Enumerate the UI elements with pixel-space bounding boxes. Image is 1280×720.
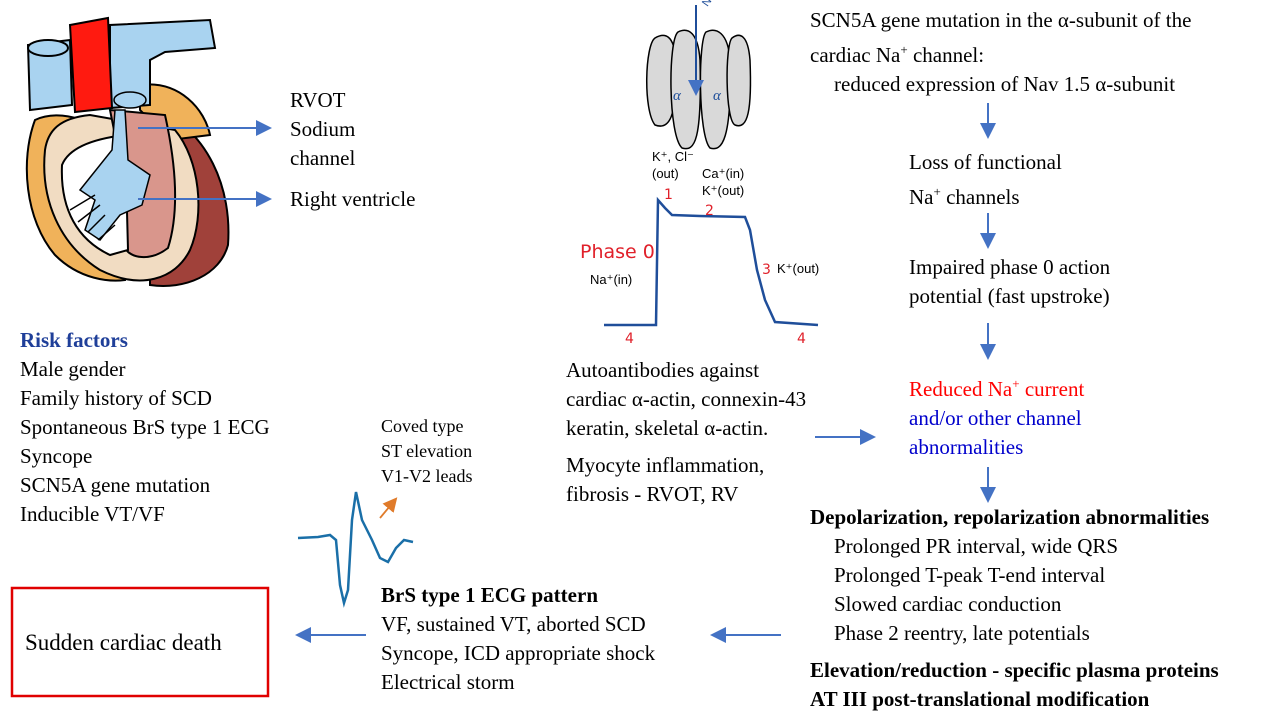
channel-subunit-1 — [646, 34, 677, 127]
phase1-ions-line1: K⁺, Cl⁻ — [652, 149, 694, 164]
flow-step-1-line2: cardiac Na+ channel: — [810, 42, 985, 67]
risk-factor-item: SCN5A gene mutation — [20, 473, 211, 497]
phase3-ions: K⁺(out) — [777, 261, 820, 276]
right-ventricle-label: Right ventricle — [290, 187, 416, 211]
autoantibodies-line2: cardiac α-actin, connexin-43 — [566, 387, 807, 411]
myocyte-line1: Myocyte inflammation, — [566, 453, 765, 477]
risk-factors-heading: Risk factors — [20, 328, 128, 352]
brs-item: Syncope, ICD appropriate shock — [381, 641, 656, 665]
risk-factors-block: Risk factors Male gender Family history … — [20, 326, 270, 529]
ecg-annotation-line3: V1-V2 leads — [381, 466, 473, 486]
alpha-right-label: α — [713, 88, 721, 104]
depolarization-block: Depolarization, repolarization abnormali… — [810, 503, 1209, 648]
risk-factor-item: Spontaneous BrS type 1 ECG — [20, 415, 270, 439]
phase2-ions-line1: Ca⁺(in) — [702, 166, 745, 181]
phase2-ions: Ca⁺(in) K⁺(out) — [702, 165, 744, 199]
plasma-proteins-line2: AT III post-translational modification — [810, 687, 1150, 711]
phase-num-4-right: 4 — [797, 331, 806, 347]
risk-factor-item: Family history of SCD — [20, 386, 212, 410]
heart-illustration — [25, 16, 230, 287]
phase1-ions: K⁺, Cl⁻ (out) — [652, 148, 694, 182]
brs-item: Electrical storm — [381, 670, 515, 694]
flow-step-1-line1: SCN5A gene mutation in the α-subunit of … — [810, 8, 1192, 32]
ecg-annotation-arrow — [379, 497, 398, 519]
ecg-annotation-line1: Coved type — [381, 416, 464, 436]
scd-label: Sudden cardiac death — [25, 630, 222, 655]
depolarization-item: Prolonged PR interval, wide QRS — [834, 534, 1119, 558]
brs-item: VF, sustained VT, aborted SCD — [381, 612, 646, 636]
flow-step-4: Reduced Na+ current and/or other channel… — [909, 369, 1084, 462]
phase-num-2: 2 — [705, 203, 714, 219]
flow-step-2-line2: Na+ channels — [909, 184, 1020, 209]
pulmonary-valve-shape — [113, 91, 147, 109]
myocyte-line2: fibrosis - RVOT, RV — [566, 482, 739, 506]
autoantibodies-block: Autoantibodies against cardiac α-actin, … — [566, 356, 806, 443]
ecg-annotation: Coved type ST elevation V1-V2 leads — [381, 414, 472, 489]
phase-num-4-left: 4 — [625, 331, 634, 347]
depolarization-item: Slowed cardiac conduction — [834, 592, 1062, 616]
risk-factor-item: Inducible VT/VF — [20, 502, 165, 526]
phase2-ions-line2: K⁺(out) — [702, 183, 745, 198]
channel-label: channel — [290, 146, 356, 170]
ecg-trace — [297, 491, 414, 608]
risk-factor-item: Male gender — [20, 357, 126, 381]
vena-cava-opening — [27, 39, 69, 57]
flow-step-1: SCN5A gene mutation in the α-subunit of … — [810, 6, 1191, 99]
phase-num-1: 1 — [664, 187, 673, 203]
autoantibodies-line1: Autoantibodies against — [566, 358, 760, 382]
flow-step-2-line1: Loss of functional — [909, 150, 1062, 174]
aorta-shape — [68, 16, 114, 114]
trabeculae-shape — [69, 194, 116, 241]
plasma-proteins-block: Elevation/reduction - specific plasma pr… — [810, 656, 1219, 714]
myocyte-block: Myocyte inflammation, fibrosis - RVOT, R… — [566, 451, 764, 509]
phase1-ions-line2: (out) — [652, 166, 679, 181]
flow-step-3-line2: potential (fast upstroke) — [909, 284, 1110, 308]
flow-step-1-line3: reduced expression of Nav 1.5 α-subunit — [834, 72, 1176, 96]
sodium-label: Sodium — [290, 117, 356, 141]
depolarization-item: Phase 2 reentry, late potentials — [834, 621, 1090, 645]
brs-block: BrS type 1 ECG pattern VF, sustained VT,… — [381, 581, 655, 697]
flow-step-3: Impaired phase 0 action potential (fast … — [909, 253, 1110, 311]
plasma-proteins-line1: Elevation/reduction - specific plasma pr… — [810, 658, 1219, 682]
flow-step-3-line1: Impaired phase 0 action — [909, 255, 1111, 279]
rvot-label: RVOT — [290, 88, 346, 112]
flow-step-4-line1: Reduced Na+ current — [909, 376, 1085, 401]
phase-num-3: 3 — [762, 262, 771, 278]
depolarization-heading: Depolarization, repolarization abnormali… — [810, 505, 1210, 529]
flow-step-2: Loss of functional Na+ channels — [909, 148, 1062, 212]
autoantibodies-line3: keratin, skeletal α-actin. — [566, 416, 769, 440]
action-potential-plot — [604, 196, 819, 327]
sodium-channel-illustration — [646, 5, 752, 150]
depolarization-item: Prolonged T-peak T-end interval — [834, 563, 1106, 587]
ecg-curve — [297, 491, 414, 608]
action-potential-curve — [604, 196, 819, 327]
phase0-title: Phase 0 — [580, 241, 655, 263]
alpha-left-label: α — [673, 88, 681, 104]
na-in-label: Na⁺(in) — [590, 272, 633, 287]
brs-heading: BrS type 1 ECG pattern — [381, 583, 598, 607]
flow-step-4-line2: and/or other channel — [909, 406, 1082, 430]
risk-factor-item: Syncope — [20, 444, 93, 468]
heart-label-group: RVOT Sodium channel — [290, 86, 355, 173]
ecg-annotation-line2: ST elevation — [381, 441, 473, 461]
channel-subunit-4 — [726, 34, 752, 127]
channel-subunit-3 — [699, 29, 732, 150]
scd-box — [10, 586, 270, 698]
flow-step-4-line3: abnormalities — [909, 435, 1024, 459]
